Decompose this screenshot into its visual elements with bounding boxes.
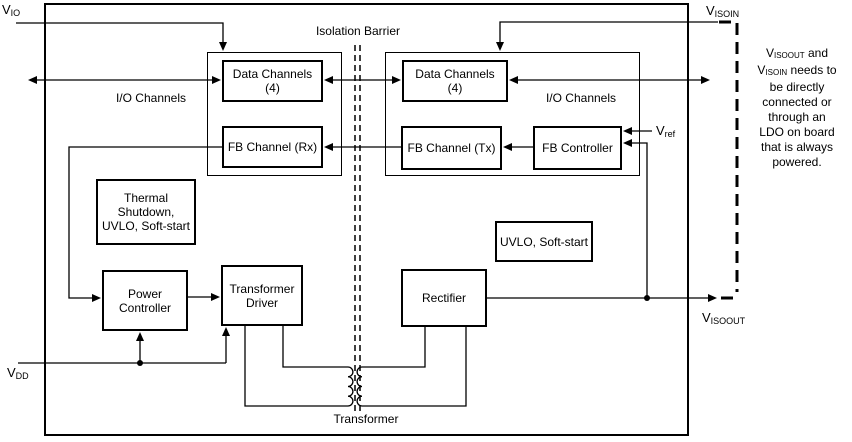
pin-main: V — [7, 365, 16, 380]
pin-vio: VIO — [2, 2, 21, 18]
pin-main: V — [656, 123, 665, 138]
pin-vdd: VDD — [7, 365, 29, 381]
block-label: UVLO, Soft-start — [499, 234, 589, 249]
io-left-arrow-out — [28, 76, 37, 84]
secondary-top-wire — [362, 326, 426, 368]
visoin-wire — [499, 21, 718, 46]
vdd-arrow-into-td — [222, 327, 230, 336]
pin-sub: IO — [10, 8, 21, 18]
pin-sub: ISOIN — [714, 9, 740, 19]
io-right-arrow-out — [701, 76, 710, 84]
transformer-label: Transformer — [333, 412, 399, 426]
note-sub: ISOIN — [765, 68, 788, 77]
note-line: be directly — [769, 80, 825, 94]
visoin-visoout-dashed-link — [719, 20, 739, 292]
io-left-arrow-in — [212, 76, 221, 84]
block-label: Power — [127, 286, 162, 301]
pin-main: V — [702, 310, 711, 325]
note-line: through an — [768, 110, 826, 124]
io-channels-right-label: I/O Channels — [545, 91, 617, 105]
io-right-arrow-in — [509, 76, 518, 84]
primary-bottom-wire — [244, 325, 348, 407]
note-line: connected or — [762, 95, 832, 109]
note-v: V — [757, 63, 766, 77]
block-thermal-shutdown: Thermal Shutdown, UVLO, Soft-start — [96, 179, 196, 245]
connection-note: VISOOUT and VISOIN needs to be directly … — [742, 46, 852, 170]
isolation-barrier-label: Isolation Barrier — [315, 24, 401, 38]
block-data-channels-left: Data Channels (4) — [222, 60, 323, 102]
block-label: Transformer — [229, 281, 295, 296]
data-cross-arrow-right — [392, 76, 401, 84]
note-sub: ISOOUT — [773, 51, 805, 60]
block-label: Thermal — [123, 191, 168, 205]
block-label: FB Channel (Rx) — [227, 140, 318, 154]
arrow-down-into-right-channels — [496, 42, 504, 51]
arrow-into-transformer-driver — [211, 293, 220, 301]
arrow-down-into-left-channels — [219, 42, 227, 51]
pin-sub: ref — [664, 129, 676, 139]
data-cross-arrow-left — [324, 76, 333, 84]
pin-sub: DD — [15, 371, 29, 381]
block-data-channels-right: Data Channels (4) — [402, 60, 508, 102]
block-label: Driver — [246, 295, 278, 310]
vdd-arrow-into-pc — [136, 332, 144, 341]
note-line: VISOIN needs to — [742, 63, 852, 80]
block-fb-channel-tx: FB Channel (Tx) — [401, 126, 502, 170]
feedback-arrowhead — [623, 139, 632, 147]
transformer-secondary-coil — [356, 366, 363, 407]
note-rest: needs to — [787, 63, 837, 77]
block-label: Data Channels — [232, 67, 313, 81]
note-line: VISOOUT and — [742, 46, 852, 63]
block-label: FB Channel (Tx) — [407, 141, 496, 155]
block-power-controller: Power Controller — [102, 270, 188, 331]
pin-main: V — [706, 3, 715, 18]
block-fb-controller: FB Controller — [533, 126, 622, 170]
block-label: Shutdown, — [117, 205, 175, 219]
arrowheads — [28, 42, 717, 366]
note-line: powered. — [772, 155, 822, 169]
pin-visoin: VISOIN — [706, 3, 740, 19]
block-uvlo-softstart: UVLO, Soft-start — [495, 221, 593, 262]
rx-out-wire — [68, 146, 222, 299]
pin-main: V — [2, 2, 11, 17]
block-label: (4) — [447, 81, 463, 95]
block-label: (4) — [265, 81, 280, 95]
block-transformer-driver: Transformer Driver — [221, 265, 303, 326]
transformer-primary-coil — [347, 366, 354, 407]
arrow-into-power-controller — [92, 294, 101, 302]
block-rectifier: Rectifier — [401, 269, 487, 327]
block-label: Controller — [118, 300, 172, 315]
left-channels-container — [207, 52, 342, 176]
block-label: UVLO, Soft-start — [101, 219, 191, 233]
io-channels-left-label: I/O Channels — [115, 91, 187, 105]
note-v: V — [765, 46, 774, 60]
block-label: Rectifier — [421, 291, 466, 305]
pin-visoout: VISOOUT — [702, 310, 746, 326]
visoout-junction-dot — [644, 295, 650, 301]
vio-wire — [16, 22, 224, 46]
vref-arrowhead — [623, 127, 632, 135]
block-fb-channel-rx: FB Channel (Rx) — [222, 126, 323, 168]
arrow-into-fb-rx — [324, 143, 333, 151]
vdd-junction-dot — [137, 360, 143, 366]
secondary-bottom-wire — [362, 326, 467, 407]
note-line: that is always — [760, 140, 834, 154]
block-label: FB Controller — [542, 141, 613, 155]
block-label: Data Channels — [415, 67, 495, 81]
right-channels-container — [385, 52, 640, 176]
primary-top-wire — [282, 325, 348, 368]
note-line: LDO on board — [759, 125, 835, 139]
feedback-wire — [627, 142, 648, 298]
arrow-into-fb-tx — [503, 143, 512, 151]
pin-vref: Vref — [656, 123, 676, 139]
visoout-arrowhead — [708, 294, 717, 302]
pin-sub: ISOOUT — [710, 316, 746, 326]
note-rest: and — [804, 46, 829, 60]
